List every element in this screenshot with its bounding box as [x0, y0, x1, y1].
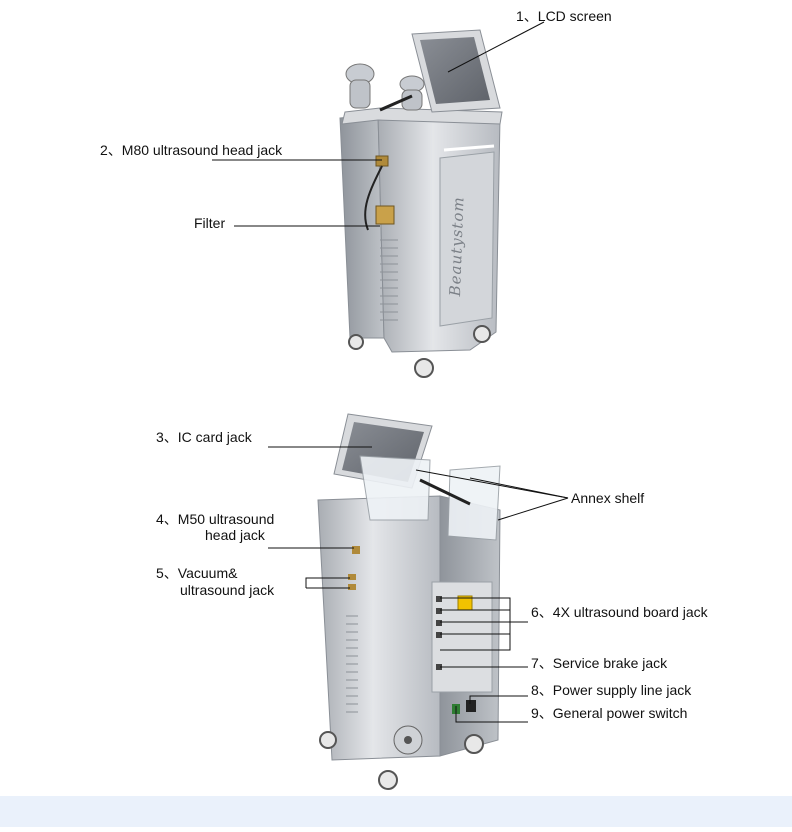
leader-power-line — [469, 695, 528, 704]
label-annex-shelf: Annex shelf — [571, 490, 645, 506]
footer-band — [0, 796, 792, 827]
label-general-power-switch: 9、General power switch — [531, 705, 688, 721]
label-lcd-screen: 1、LCD screen — [516, 8, 612, 24]
machine-front-view — [339, 29, 503, 378]
label-4x-ultrasound-board-jack: 6、4X ultrasound board jack — [531, 604, 708, 620]
label-filter: Filter — [194, 215, 226, 231]
leader-annex-shelf-3 — [497, 497, 569, 521]
label-service-brake-jack: 7、Service brake jack — [531, 655, 668, 671]
label-m50-line1: 4、M50 ultrasound — [156, 511, 275, 527]
leader-vacuum-jack-a — [305, 577, 350, 588]
leader-lines — [212, 21, 569, 723]
label-m80-ultrasound-head-jack: 2、M80 ultrasound head jack — [100, 142, 283, 158]
label-m50-line2: head jack — [205, 527, 265, 543]
leader-annex-shelf-2 — [469, 477, 569, 499]
leader-lcd-screen — [447, 21, 545, 73]
label-vacuum-line1: 5、Vacuum& — [156, 565, 238, 581]
label-ic-card-jack: 3、IC card jack — [156, 429, 252, 445]
label-vacuum-line2: ultrasound jack — [180, 582, 275, 598]
brand-lettering: Beautystom — [446, 196, 468, 297]
label-power-supply-line-jack: 8、Power supply line jack — [531, 682, 692, 698]
machine-rear-view — [317, 413, 501, 790]
leader-power-switch — [455, 706, 528, 723]
leader-4x-bracket — [440, 597, 511, 651]
